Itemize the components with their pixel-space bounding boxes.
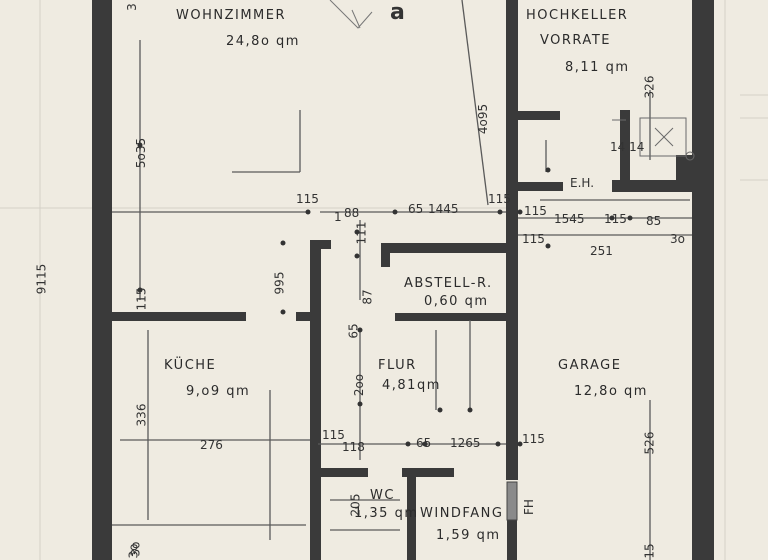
dim-111: 111 bbox=[354, 221, 369, 245]
room-hochkeller-sub: VORRATE bbox=[540, 33, 611, 48]
wall-abstell-left bbox=[381, 243, 390, 267]
dim-30b: 3o bbox=[670, 232, 685, 246]
dim-326: 326 bbox=[642, 75, 657, 99]
wall-keller-top bbox=[517, 111, 560, 120]
room-windfang-area: 1,59 qm bbox=[436, 528, 501, 543]
wall-windfang-top bbox=[402, 468, 454, 477]
dim-251: 251 bbox=[590, 244, 613, 258]
outer-wall-left bbox=[92, 0, 112, 560]
dim-4095: 4o95 bbox=[476, 103, 491, 135]
room-flur-area: 4,81qm bbox=[382, 378, 441, 393]
dim-115b: 115 bbox=[488, 192, 511, 206]
wall-wc-right bbox=[407, 468, 416, 560]
room-wc-name: WC bbox=[370, 488, 395, 503]
dim-336: 336 bbox=[134, 403, 149, 427]
room-hochkeller-name: HOCHKELLER bbox=[526, 8, 629, 23]
dim-911: 9115 bbox=[34, 263, 49, 295]
dim-5035: 5o35 bbox=[134, 137, 149, 169]
wall-keller-mid bbox=[612, 180, 694, 192]
dim-995: 995 bbox=[272, 271, 287, 295]
fh-element bbox=[506, 481, 518, 521]
dim-115d: 115 bbox=[522, 232, 545, 246]
room-hochkeller-area: 8,11 qm bbox=[565, 60, 630, 75]
dim-1445: 1445 bbox=[428, 202, 459, 216]
dim-276: 276 bbox=[200, 438, 223, 452]
wall-wc-top bbox=[318, 468, 368, 477]
dim-3top: 3 bbox=[124, 3, 139, 11]
wall-flur-left bbox=[310, 240, 321, 560]
dim-88: 88 bbox=[344, 206, 360, 220]
dim-115g: 115 bbox=[522, 432, 545, 446]
wall-garage-left-lower bbox=[507, 520, 517, 560]
wall-keller-bottom bbox=[517, 182, 563, 191]
dim-1265: 1265 bbox=[450, 436, 481, 450]
room-garage-name: GARAGE bbox=[558, 358, 622, 373]
walls bbox=[92, 0, 714, 560]
room-wc-area: 1,35 qm bbox=[354, 506, 419, 521]
dim-65c: 65 bbox=[416, 436, 432, 450]
dim-115e: 115 bbox=[604, 212, 627, 226]
room-garage-area: 12,8o qm bbox=[574, 384, 648, 399]
room-wohnzimmer-area: 24,8o qm bbox=[226, 34, 300, 49]
room-kueche-area: 9,o9 qm bbox=[186, 384, 251, 399]
dim-65a: 65 bbox=[408, 202, 424, 216]
outer-wall-right bbox=[692, 0, 714, 560]
dim-115a: 115 bbox=[134, 287, 149, 311]
room-wohnzimmer-name: WOHNZIMMER bbox=[176, 8, 287, 23]
wall-garage-left bbox=[506, 0, 518, 480]
dim-85: 85 bbox=[646, 214, 662, 228]
dim-87: 87 bbox=[360, 289, 375, 305]
room-abstell-name: ABSTELL-R. bbox=[404, 276, 493, 291]
dim-1145: 115 bbox=[296, 192, 319, 206]
room-kueche-name: KÜCHE bbox=[164, 358, 217, 373]
wall-abstell-bottom bbox=[395, 313, 507, 321]
dim-115f: 115 bbox=[322, 428, 345, 442]
wall-keller-corner bbox=[676, 155, 694, 185]
dim-1: 1 bbox=[334, 210, 342, 224]
wall-keller-post bbox=[620, 110, 630, 182]
wall-flur-top bbox=[313, 240, 331, 249]
dim-118: 118 bbox=[342, 440, 365, 454]
dim-526: 526 bbox=[642, 431, 657, 455]
fh-label: FH bbox=[521, 499, 536, 515]
dim-30c: 3o bbox=[126, 543, 141, 559]
room-abstell-area: 0,60 qm bbox=[424, 294, 489, 309]
dim-1545: 1545 bbox=[554, 212, 585, 226]
dim-205: 205 bbox=[348, 493, 363, 517]
eh-label: E.H. bbox=[570, 176, 595, 190]
wall-flur-stub bbox=[296, 312, 320, 321]
dim-200: 2oo bbox=[352, 373, 367, 397]
wall-kitchen-top bbox=[112, 312, 246, 321]
dim-65b: 65 bbox=[346, 323, 361, 339]
marker-a: a bbox=[390, 0, 405, 25]
room-windfang-name: WINDFANG bbox=[420, 506, 504, 521]
wall-abstell-top bbox=[381, 243, 507, 253]
dim-115c: 115 bbox=[524, 204, 547, 218]
room-flur-name: FLUR bbox=[378, 358, 417, 373]
dim-1414: 14 14 bbox=[610, 140, 645, 154]
dim-15: 15 bbox=[642, 543, 657, 559]
